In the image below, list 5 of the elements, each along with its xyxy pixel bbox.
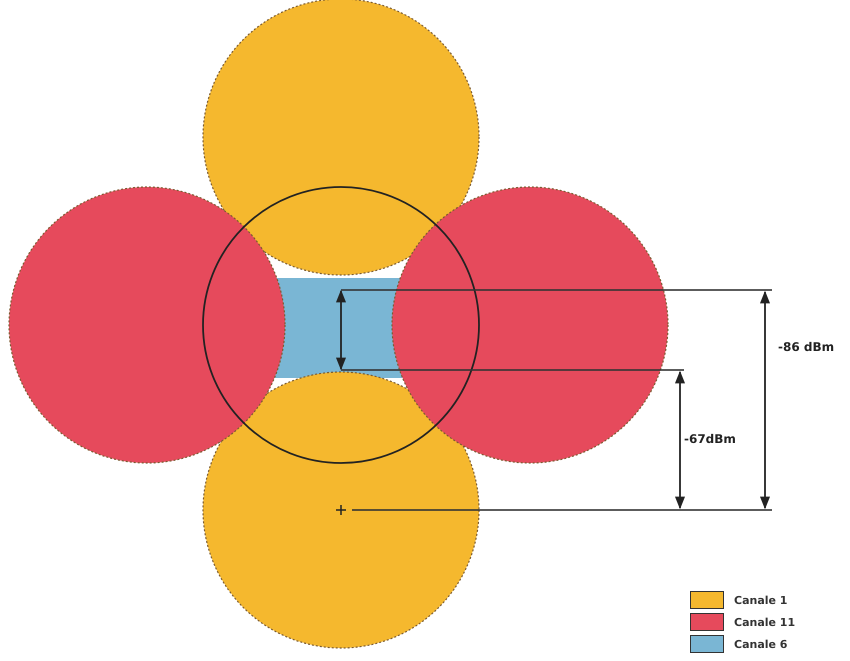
legend-label: Canale 11 xyxy=(734,616,796,628)
dimension-label: -67dBm xyxy=(684,432,736,446)
legend-label: Canale 6 xyxy=(734,638,788,650)
dimension-label: -86 dBm xyxy=(778,340,834,354)
legend-label: Canale 1 xyxy=(734,594,788,606)
